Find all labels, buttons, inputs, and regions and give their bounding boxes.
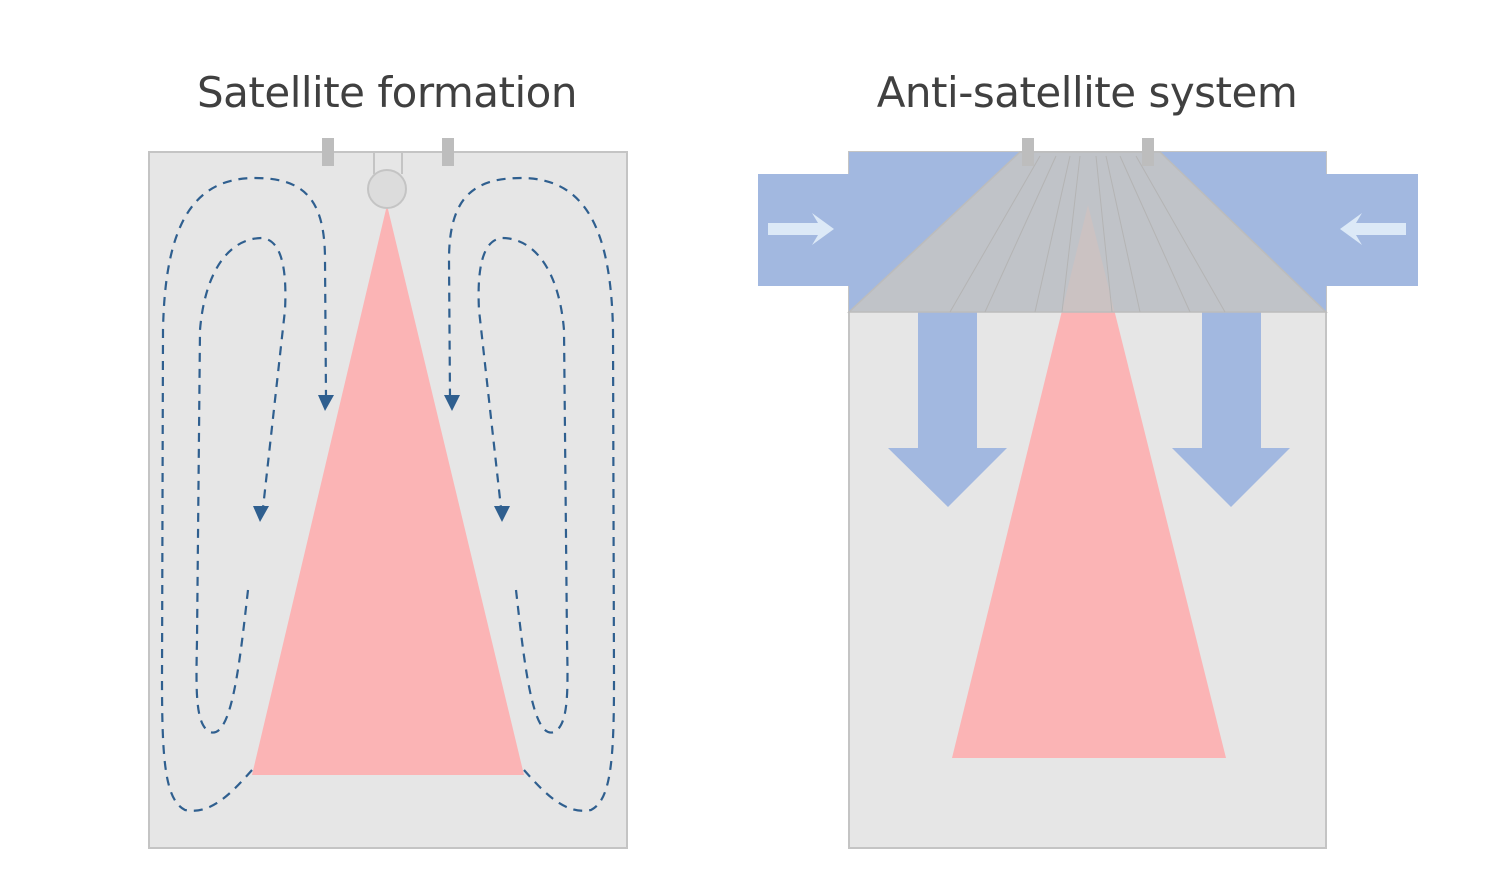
arrowhead-icon xyxy=(318,395,334,411)
hood-guide-vanes xyxy=(949,155,1226,313)
nozzle xyxy=(367,169,407,209)
anti-satellite-panel xyxy=(758,138,1418,849)
recirculation-flows xyxy=(160,176,616,812)
outer-right-flow xyxy=(447,176,616,812)
arrowhead-icon xyxy=(444,395,460,411)
down-arrow-icon xyxy=(1172,266,1290,507)
arrowhead-icon xyxy=(494,506,510,522)
inner-left-flow xyxy=(195,236,287,734)
inner-right-flow xyxy=(477,236,569,734)
nozzle-mount xyxy=(373,152,403,174)
inlet-arrow-left-icon xyxy=(1340,213,1406,245)
arrowhead-icon xyxy=(253,506,269,522)
plume-cone xyxy=(952,205,1226,758)
exhaust-hood xyxy=(847,151,1328,313)
down-arrow-icon xyxy=(888,266,1007,507)
post-left xyxy=(322,138,334,166)
outer-left-flow xyxy=(160,176,328,812)
downdraft-arrows xyxy=(888,266,1290,507)
plume-cone xyxy=(252,205,524,775)
flow-arrowheads xyxy=(253,395,510,522)
satellite-formation-panel xyxy=(148,138,628,849)
left-panel-title: Satellite formation xyxy=(197,68,577,117)
post-right xyxy=(442,138,454,166)
post-right xyxy=(1142,138,1154,166)
post-left xyxy=(1022,138,1034,166)
inlet-arrow-right-icon xyxy=(768,213,834,245)
right-panel-title: Anti-satellite system xyxy=(876,68,1298,117)
